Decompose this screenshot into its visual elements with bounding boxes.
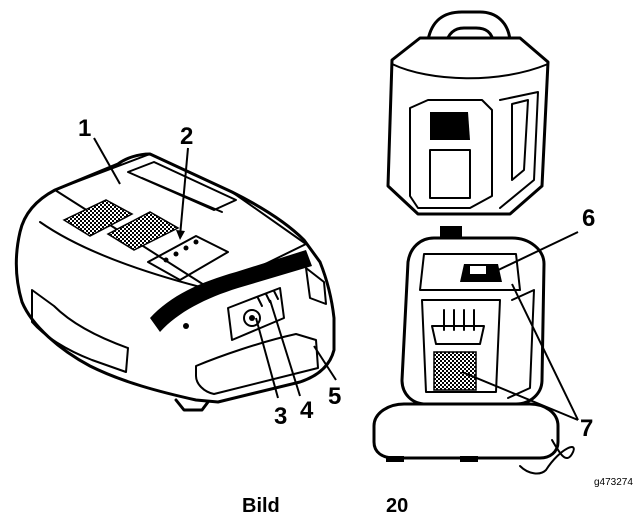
caption-number: 20 [386,495,408,517]
callout-6: 6 [582,205,595,232]
battery-pack [14,152,336,412]
callout-1: 1 [78,115,91,142]
callout-4: 4 [300,397,314,424]
figure-id: g473274 [594,477,633,488]
callout-3: 3 [274,403,287,430]
callout-2: 2 [180,123,193,150]
caption-word: Bild [242,495,280,517]
callout-5: 5 [328,383,341,410]
leader-lines [93,137,579,421]
charger [372,236,575,475]
callout-7: 7 [580,415,593,442]
battery-lifted [386,10,550,216]
